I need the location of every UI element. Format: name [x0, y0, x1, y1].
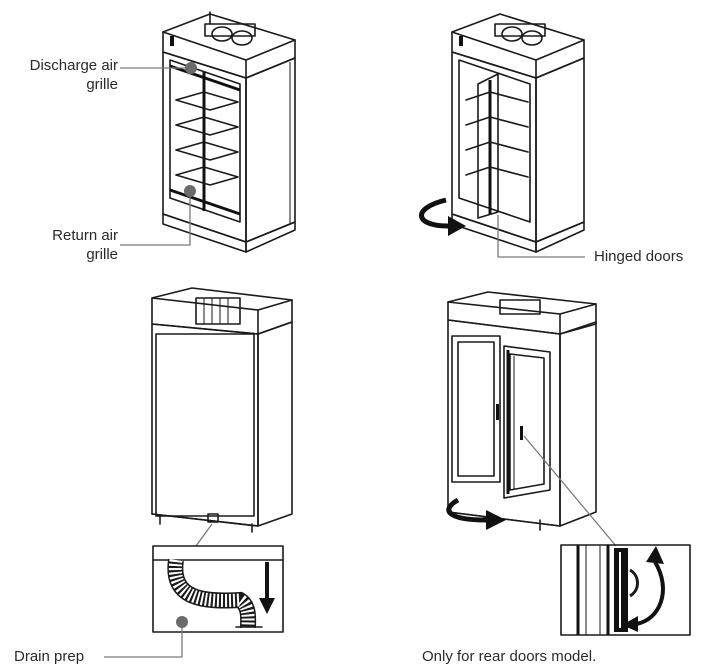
return-label-line1: Return air — [52, 227, 118, 244]
condensing-unit — [195, 297, 241, 325]
hinged-doors-leader — [497, 215, 585, 258]
rear-doors-note: Only for rear doors model. — [422, 648, 597, 665]
return-label-line2: grille — [86, 246, 118, 263]
return-air-grille-label: Return air grille — [2, 226, 118, 264]
discharge-label-line1: Discharge air — [29, 57, 118, 74]
shelves — [175, 91, 239, 186]
drain-inset — [152, 545, 284, 633]
discharge-leader — [120, 62, 197, 74]
compressor-unit — [204, 11, 256, 46]
return-leader — [120, 185, 196, 246]
handle-inset — [560, 544, 691, 636]
cabinet-open-front — [162, 11, 296, 253]
drain-prep-label: Drain prep — [14, 648, 85, 665]
discharge-label-line2: grille — [86, 76, 118, 93]
cabinet-rear-doors — [446, 291, 617, 547]
hinged-doors-label: Hinged doors — [594, 248, 684, 265]
cabinet-closed — [151, 287, 293, 547]
cabinet-hinged-doors — [419, 13, 585, 253]
discharge-air-grille-label: Discharge air grille — [2, 56, 118, 94]
drain-leader — [104, 616, 188, 658]
